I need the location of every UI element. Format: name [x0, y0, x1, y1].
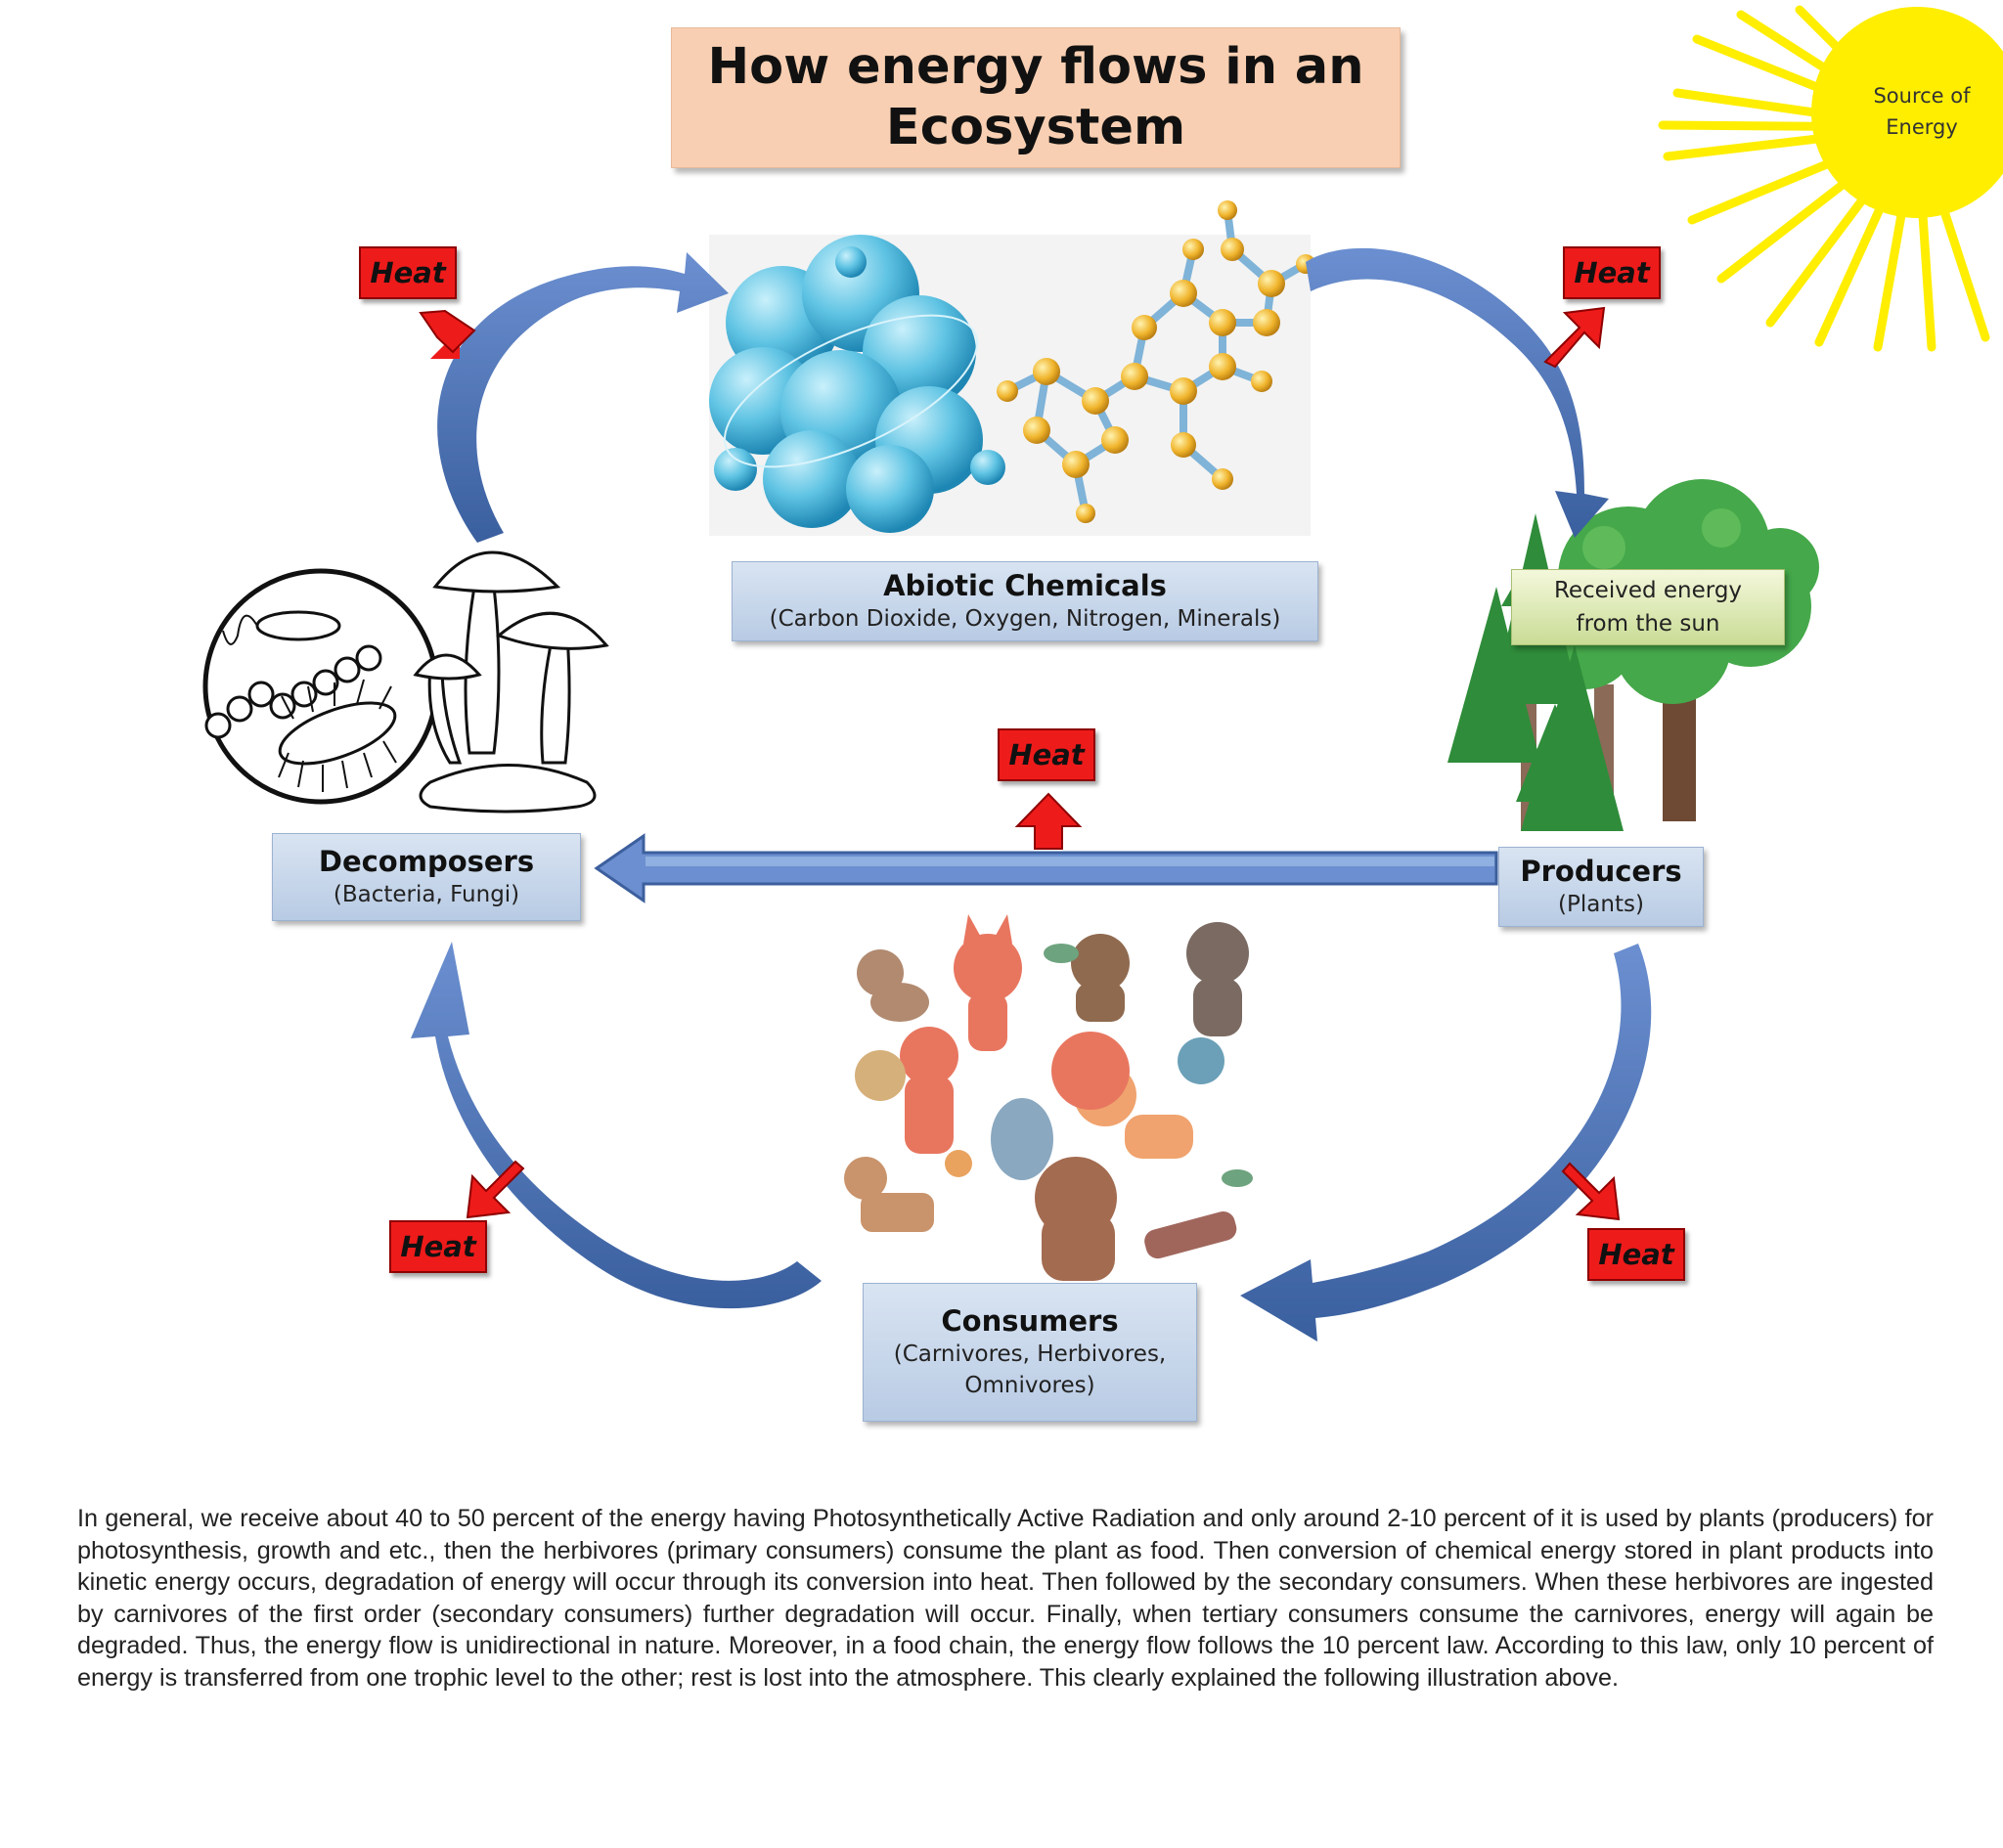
decomposers-title: Decomposers — [318, 845, 535, 878]
arrow-decomposers-to-abiotic — [437, 252, 729, 543]
sun-label-line-1: Source of — [1873, 84, 1971, 108]
molecule-icon — [709, 200, 1315, 536]
heat-label-top-right: Heat — [1563, 246, 1661, 299]
consumers-subtitle-line-2: Omnivores) — [964, 1373, 1095, 1398]
heat-arrow-bottom-right — [1561, 1162, 1621, 1221]
producers-note: Received energy from the sun — [1511, 569, 1785, 645]
heat-label-center: Heat — [998, 728, 1095, 781]
bacteria-icon — [202, 568, 439, 805]
arrow-consumers-to-decomposers — [411, 942, 822, 1309]
heat-label-bottom-right: Heat — [1587, 1228, 1685, 1281]
heat-arrow-top-left — [419, 309, 476, 359]
producers-note-line-2: from the sun — [1576, 611, 1720, 637]
arrow-abiotic-to-producers — [1306, 247, 1609, 538]
sun-label-line-2: Energy — [1886, 115, 1958, 139]
producers-title: Producers — [1520, 855, 1682, 888]
abiotic-subtitle: (Carbon Dioxide, Oxygen, Nitrogen, Miner… — [769, 606, 1281, 632]
heat-arrow-center — [1014, 792, 1083, 850]
description-paragraph: In general, we receive about 40 to 50 pe… — [77, 1505, 1934, 1692]
decomposers-label: Decomposers (Bacteria, Fungi) — [272, 833, 581, 921]
title-line-2: Ecosystem — [885, 99, 1186, 156]
heat-arrow-top-right — [1543, 306, 1606, 369]
sun-label: Source of Energy — [1853, 80, 1990, 143]
arrow-producers-to-decomposers — [594, 833, 1498, 903]
heat-label-top-left: Heat — [359, 246, 457, 299]
tree-icon — [1447, 479, 1819, 831]
abiotic-title: Abiotic Chemicals — [883, 569, 1167, 602]
producers-subtitle: (Plants) — [1558, 892, 1644, 917]
heat-label-bottom-left: Heat — [389, 1220, 487, 1273]
page-title: How energy flows in an Ecosystem — [671, 27, 1401, 168]
arrow-producers-to-consumers — [1240, 944, 1652, 1342]
producers-label: Producers (Plants) — [1498, 847, 1704, 927]
consumers-label: Consumers (Carnivores, Herbivores, Omniv… — [863, 1283, 1197, 1422]
sun-icon — [1658, 5, 2003, 352]
animals-icon — [844, 914, 1253, 1281]
mushroom-icon — [413, 550, 609, 814]
producers-note-line-1: Received energy — [1553, 578, 1743, 603]
decomposers-subtitle: (Bacteria, Fungi) — [333, 882, 520, 907]
consumers-subtitle-line-1: (Carnivores, Herbivores, — [893, 1342, 1167, 1367]
title-line-1: How energy flows in an — [707, 38, 1364, 96]
heat-arrow-bottom-left — [466, 1160, 525, 1219]
consumers-title: Consumers — [941, 1304, 1119, 1338]
abiotic-label: Abiotic Chemicals (Carbon Dioxide, Oxyge… — [732, 561, 1318, 641]
